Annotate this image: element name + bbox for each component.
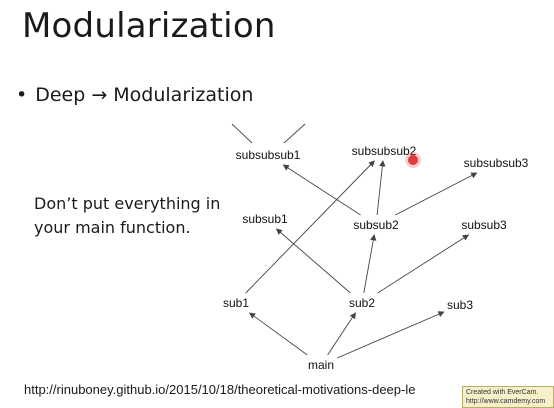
bullet-text: Deep → Modularization [35,84,254,106]
node-subsub1: subsub1 [242,212,288,226]
evercam-watermark: Created with EverCam. http://www.camdemy… [462,386,554,408]
diagram-edges [231,123,478,359]
node-subsub3: subsub3 [461,218,507,232]
bullet-marker: • [16,84,28,106]
edge-fragment-right [283,123,306,144]
node-subsub2: subsub2 [353,218,399,232]
slide-title: Modularization [22,6,276,46]
edge-subsub2-to-subsubsub2 [376,160,386,216]
node-main: main [308,358,334,372]
node-subsubsub3: subsubsub3 [464,156,529,170]
pointer-highlight [408,155,418,165]
edge-main-to-sub1 [248,312,308,356]
edge-subsub2-to-subsubsub3 [395,172,478,216]
bullet-point: • Deep → Modularization [16,84,253,106]
edge-subsub2-to-subsubsub1 [282,164,361,216]
edge-sub2-to-subsub1 [275,228,351,294]
node-sub2: sub2 [349,296,375,310]
watermark-line-1: Created with EverCam. [466,389,539,396]
node-subsubsub1: subsubsub1 [236,148,301,162]
diagram-nodes: main sub1 sub2 sub3 subsub1 subsub2 subsub3 sub… [223,144,529,372]
edge-fragment-left [231,123,253,144]
edge-main-to-sub2 [327,312,356,356]
node-sub3: sub3 [447,298,473,312]
source-url: http://rinuboney.github.io/2015/10/18/th… [24,382,416,397]
node-subsubsub2: subsubsub2 [352,144,417,158]
edge-sub2-to-subsub2 [363,234,377,294]
watermark-line-2: http://www.camdemy.com [466,398,546,405]
edge-sub2-to-subsub3 [377,234,470,294]
edge-sub1-to-subsubsub2 [245,160,375,294]
edge-main-to-sub3 [337,311,445,359]
node-sub1: sub1 [223,296,249,310]
side-note: Don’t put everything in your main functi… [34,194,221,237]
